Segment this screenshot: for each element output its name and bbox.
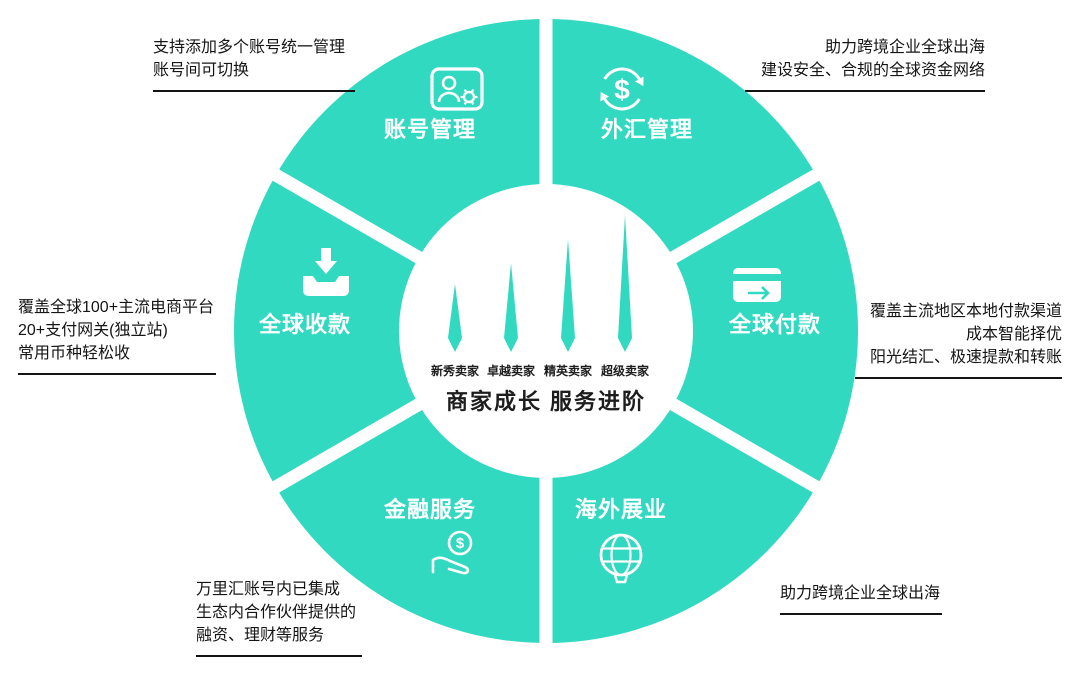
annotation-overseas-business: 助力跨境企业全球出海 (780, 582, 942, 615)
annotation-line: 常用币种轻松收 (18, 345, 131, 362)
arrow-super-seller (618, 215, 632, 352)
annotation-line: 20+支付网关(独立站) (18, 322, 168, 339)
growth-arrows (448, 215, 632, 352)
annotation-line: 覆盖全球100+主流电商平台 (18, 299, 215, 316)
segment-label-global-payment: 全球付款 (728, 312, 822, 337)
annotation-account-management: 支持添加多个账号统一管理 账号间可切换 (153, 36, 355, 92)
forex-management-icon: $ (600, 67, 644, 111)
segment-label-account-management: 账号管理 (383, 117, 477, 142)
annotation-underline (196, 655, 362, 657)
annotation-line: 助力跨境企业全球出海 (824, 39, 985, 56)
arrow-excellent-seller (504, 263, 518, 352)
account-management-icon (430, 67, 484, 111)
annotation-forex-management: 助力跨境企业全球出海 建设安全、合规的全球资金网络 (745, 36, 985, 92)
center-circle (399, 184, 693, 478)
segment-label-global-collection: 全球收款 (258, 312, 352, 337)
annotation-underline (18, 373, 216, 375)
annotation-line: 阳光结汇、极速提款和转账 (869, 349, 1062, 366)
annotation-financial-services: 万里汇账号内已集成 生态内合作伙伴提供的 融资、理财等服务 (196, 578, 362, 657)
wedge-global-collection (233, 175, 546, 487)
center-caption: 商家成长 服务进阶 (445, 389, 647, 414)
annotation-line: 支持添加多个账号统一管理 (153, 39, 346, 56)
arrow-elite-seller (561, 239, 575, 352)
segment-label-financial-services: 金融服务 (383, 497, 477, 522)
annotation-line: 助力跨境企业全球出海 (780, 585, 941, 602)
annotation-line: 生态内合作伙伴提供的 (196, 604, 357, 621)
annotation-line: 账号间可切换 (153, 62, 250, 79)
financial-services-icon: $ (431, 530, 473, 575)
annotation-underline (745, 90, 985, 92)
annotation-underline (780, 613, 942, 615)
annotation-line: 融资、理财等服务 (196, 627, 325, 644)
segment-label-forex-management: 外汇管理 (600, 117, 694, 142)
annotation-global-collection: 覆盖全球100+主流电商平台 20+支付网关(独立站) 常用币种轻松收 (18, 296, 216, 375)
annotation-line: 覆盖主流地区本地付款渠道 (869, 303, 1062, 320)
annotation-global-payment: 覆盖主流地区本地付款渠道 成本智能择优 阳光结汇、极速提款和转账 (855, 300, 1062, 379)
svg-text:$: $ (456, 535, 465, 552)
annotation-underline (855, 377, 1062, 379)
annotation-line: 成本智能择优 (965, 326, 1062, 343)
seller-level-starter: 新秀卖家 (430, 364, 480, 378)
seller-level-excellent: 卓越卖家 (486, 364, 536, 378)
segment-label-overseas-business: 海外展业 (574, 497, 668, 522)
seller-level-super: 超级卖家 (600, 364, 650, 378)
global-payment-icon (733, 268, 781, 302)
seller-level-elite: 精英卖家 (543, 364, 593, 378)
annotation-line: 建设安全、合规的全球资金网络 (760, 62, 985, 79)
arrow-starter-seller (448, 284, 462, 352)
annotation-underline (153, 90, 355, 92)
wedge-global-payment (546, 175, 859, 487)
svg-text:$: $ (614, 74, 630, 105)
annotation-line: 万里汇账号内已集成 (196, 581, 341, 598)
overseas-business-icon (599, 533, 643, 584)
global-collection-icon (303, 248, 349, 296)
